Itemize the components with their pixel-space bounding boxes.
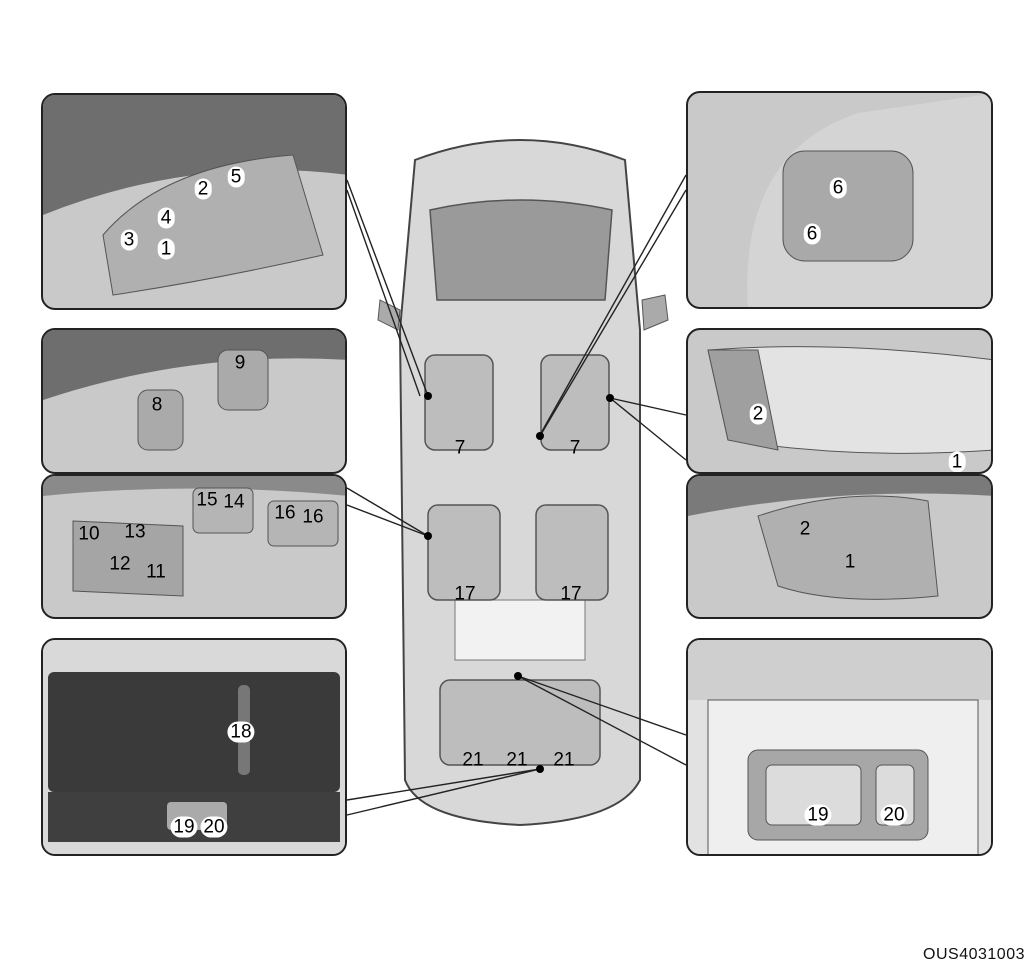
callout-2-top: 2 — [749, 403, 767, 425]
callout-21-middle: 21 — [506, 749, 528, 771]
panel-seat-side-lower: 8 9 — [41, 328, 347, 474]
callout-3: 3 — [120, 229, 138, 251]
second-row-seats — [427, 504, 609, 601]
callout-8: 8 — [151, 394, 163, 416]
callout-20-large: 20 — [880, 804, 908, 826]
panel-second-row-side: 10 11 12 13 15 14 16 16 — [41, 474, 347, 619]
panel-art — [688, 476, 991, 600]
callout-21-right: 21 — [553, 749, 575, 771]
callout-17-right: 17 — [560, 583, 582, 605]
callout-9: 9 — [234, 352, 246, 374]
callout-10: 10 — [78, 523, 100, 545]
callout-19-large: 19 — [804, 804, 832, 826]
callout-19-small: 19 — [170, 816, 198, 838]
figure-code: OUS4031003 — [923, 946, 1025, 963]
callout-21-left: 21 — [462, 749, 484, 771]
panel-art — [707, 346, 991, 454]
callout-6a: 6 — [829, 177, 847, 199]
callout-1: 1 — [157, 238, 175, 260]
panel-art — [43, 95, 345, 296]
callout-4: 4 — [157, 207, 175, 229]
callout-2-bottom: 2 — [799, 518, 811, 540]
callout-1-bottom: 1 — [844, 551, 856, 573]
callout-6b: 6 — [803, 223, 821, 245]
panel-third-row-back-switch: 19 20 — [686, 638, 993, 856]
callout-16a: 16 — [274, 502, 296, 524]
callout-7-left: 7 — [454, 437, 466, 459]
callout-13: 13 — [124, 521, 146, 543]
callout-20-small: 20 — [200, 816, 228, 838]
callout-5: 5 — [227, 166, 245, 188]
callout-7-right: 7 — [569, 437, 581, 459]
callout-12: 12 — [109, 553, 131, 575]
panel-driver-seat-side: 1 2 3 4 5 — [41, 93, 347, 310]
callout-11: 11 — [146, 561, 166, 583]
callout-15: 15 — [196, 489, 218, 511]
callout-18: 18 — [227, 721, 255, 743]
callout-1-top: 1 — [948, 451, 966, 472]
callout-2: 2 — [194, 178, 212, 200]
panel-seatback-switches: 6 6 — [686, 91, 993, 309]
panel-art — [43, 330, 345, 451]
panel-passenger-seat-side-top: 2 1 — [686, 328, 993, 474]
third-row-seats — [439, 679, 601, 766]
panel-art — [688, 640, 991, 854]
front-seats — [424, 354, 610, 451]
panel-third-row-back: 18 19 20 — [41, 638, 347, 856]
panel-passenger-seat-side-bottom: 2 1 — [686, 474, 993, 619]
panel-art — [747, 93, 991, 307]
panel-art — [43, 476, 345, 597]
callout-16b: 16 — [302, 506, 324, 528]
callout-17-left: 17 — [454, 583, 476, 605]
callout-14: 14 — [223, 491, 245, 513]
